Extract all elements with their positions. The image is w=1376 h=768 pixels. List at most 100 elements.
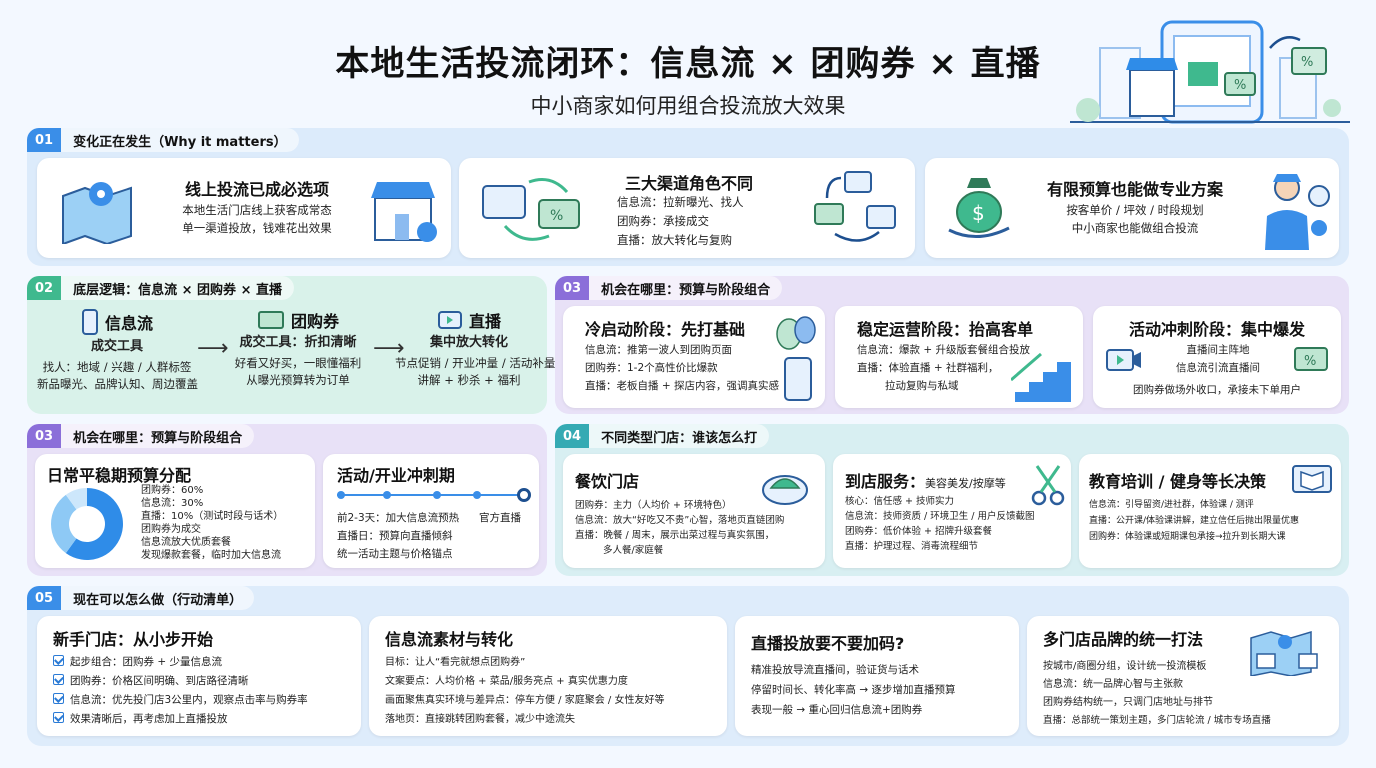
card-title: 有限预算也能做专业方案 (1046, 180, 1223, 199)
card-title: 活动冲刺阶段：集中爆发 (1128, 320, 1305, 339)
card-line: 信息流：引导留资/进社群，体验课 / 测评 (1089, 500, 1254, 510)
coupon-icon (257, 311, 284, 329)
check-icon (53, 655, 64, 666)
card-line: 信息流：放大“好吃又不贵”心智，落地页直链团购 (575, 515, 785, 526)
card-title: 直播投放要不要加码? (751, 634, 905, 653)
card-line: 团购券：1-2个高性价比爆款 (585, 362, 718, 374)
shop-owner-icon (1265, 174, 1330, 250)
logic-col-coupon: 团购券 成交工具：折扣清晰 好看又好买，一眼懂福利 从曝光预算转为订单 (223, 308, 373, 408)
food-plate-icon (762, 475, 808, 505)
timeline-dot (337, 491, 345, 499)
check-icon (53, 674, 64, 685)
card-title: 新手门店：从小步开始 (53, 630, 214, 649)
section-number: 04 (555, 424, 590, 448)
card-line: 团购券结构统一，只调门店地址与排节 (1043, 697, 1213, 708)
section-number: 05 (27, 586, 62, 610)
check-line: 团购券：价格区间明确、到店路径清晰 (70, 675, 249, 687)
section-number: 03 (555, 276, 590, 300)
card-daily-budget: 日常平稳期预算分配 团购券：60% 信息流：30% 直播：10%（测试时段与话术… (35, 454, 315, 568)
cycle-arrows-icon: % (482, 178, 580, 241)
card-line: 拉动复购与私域 (885, 380, 959, 392)
donut-slice-1 (50, 494, 77, 554)
card-title: 活动/开业冲刺期 (337, 466, 455, 485)
event-tag: 官方直播 (479, 512, 521, 524)
card-title: 冷启动阶段：先打基础 (585, 320, 746, 339)
card-line: 信息流：统一品牌心智与主张款 (1043, 679, 1183, 690)
section-number: 01 (27, 128, 62, 152)
card-line: 表现一般 → 重心回归信息流+团购券 (751, 704, 923, 716)
card-online-ads: 线上投流已成必选项 本地生活门店线上获客成常态 单一渠道投放，钱难花出效果 (37, 158, 451, 258)
col-sub: 成交工具：折扣清晰 (239, 335, 357, 350)
coupon-icon: % (1294, 347, 1328, 371)
card-line: 团购券做场外收口，承接未下单用户 (1133, 384, 1301, 396)
card-line: 信息流引流直播间 (1176, 362, 1260, 374)
card-title: 餐饮门店 (575, 472, 640, 491)
col-line: 找人：地域 / 兴趣 / 人群标签 (42, 360, 192, 374)
budget-donut-chart (50, 488, 123, 560)
svg-text:%: % (1301, 55, 1313, 70)
card-title: 到店服务： (845, 472, 926, 491)
card-title: 多门店品牌的统一打法 (1043, 630, 1204, 649)
balloon-phone-icon (776, 316, 816, 401)
col-sub: 成交工具 (90, 339, 143, 354)
card-education-fitness: 教育培训 / 健身等长决策 信息流：引导留资/进社群，体验课 / 测评 直播：公… (1079, 454, 1341, 568)
card-title-sub: 美容美发/按摩等 (925, 477, 1006, 490)
card-multi-store: 多门店品牌的统一打法 按城市/商圈分组，设计统一投流模板 信息流：统一品牌心智与… (1027, 616, 1339, 736)
card-line: 直播：护理过程、消毒流程细节 (845, 541, 979, 552)
check-line: 效果清晰后，再考虑加上直播投放 (70, 713, 228, 725)
svg-text:%: % (1304, 354, 1316, 369)
storefront-icon (371, 182, 437, 242)
section-number: 03 (27, 424, 62, 448)
budget-line: 信息流放大优质套餐 (141, 537, 231, 548)
card-title: 日常平稳期预算分配 (47, 466, 192, 485)
card-line: 直播：公开课/体验课讲解，建立信任后抛出限量优惠 (1089, 516, 1300, 526)
book-monitor-icon (1292, 465, 1332, 493)
section-label: 机会在哪里：预算与阶段组合 (61, 424, 255, 448)
section-label: 变化正在发生（Why it matters） (61, 128, 299, 152)
col-name: 直播 (468, 312, 501, 331)
card-line: 落地页：直接跳转团购套餐，减少中途流失 (385, 714, 575, 725)
check-line: 信息流：优先投门店3公里内，观察点击率与购券率 (70, 694, 308, 706)
card-line: 本地生活门店线上获客成常态 (182, 203, 332, 217)
scissors-icon (1031, 465, 1065, 506)
flow-arrow: ⟶ (373, 336, 405, 361)
timeline-bar (337, 494, 527, 496)
card-line: 目标：让人“看完就想点团购券” (385, 657, 526, 668)
card-line: 团购券：主力（人均价 + 环境特色） (575, 500, 732, 511)
card-line: 信息流：拉新曝光、找人 (617, 195, 744, 209)
svg-text:%: % (550, 208, 563, 224)
col-name: 团购券 (290, 312, 339, 331)
card-line: 信息流：推第一波人到团购页面 (585, 344, 732, 356)
svg-text:%: % (1234, 78, 1246, 93)
card-line: 核心：信任感 + 技师实力 (845, 496, 954, 507)
card-line: 直播：老板自播 + 探店内容，强调真实感 (585, 380, 779, 392)
col-line: 讲解 + 秒杀 + 福利 (417, 373, 521, 387)
card-beginner: 新手门店：从小步开始 起步组合：团购券 + 少量信息流 团购券：价格区间明确、到… (37, 616, 361, 736)
card-line: 按客单价 / 坪效 / 时段规划 (1066, 203, 1204, 217)
channel-cycle-icon (814, 171, 896, 242)
col-name: 信息流 (104, 314, 153, 333)
card-cold-start: 冷启动阶段：先打基础 信息流：推第一波人到团购页面 团购券：1-2个高性价比爆款… (563, 306, 825, 408)
section-label: 机会在哪里：预算与阶段组合 (589, 276, 783, 300)
logic-col-live: 直播 集中放大转化 节点促销 / 开业冲量 / 活动补量 讲解 + 秒杀 + 福… (395, 308, 555, 408)
card-line: 画面聚焦真实环境与差异点：停车方便 / 家庭聚会 / 女性友好等 (385, 695, 665, 706)
card-line: 直播：总部统一策划主题，多门店轮流 / 城市专场直播 (1043, 715, 1271, 726)
timeline-dot (433, 491, 441, 499)
phone-icon (81, 309, 98, 335)
money-bag-icon: $ (948, 178, 1010, 239)
timeline-dot (473, 491, 481, 499)
stores-map-icon (1250, 630, 1318, 676)
card-line: 中小商家也能做组合投流 (1071, 221, 1199, 235)
check-icon (53, 693, 64, 704)
live-camera-icon (1106, 349, 1141, 371)
event-line: 前2-3天：加大信息流预热 (337, 512, 460, 524)
card-line: 单一渠道投放，钱难花出效果 (182, 221, 332, 235)
card-line: 团购券：体验课或短期课包承接→拉升到长期大课 (1089, 532, 1286, 542)
budget-line: 信息流：30% (141, 498, 204, 509)
